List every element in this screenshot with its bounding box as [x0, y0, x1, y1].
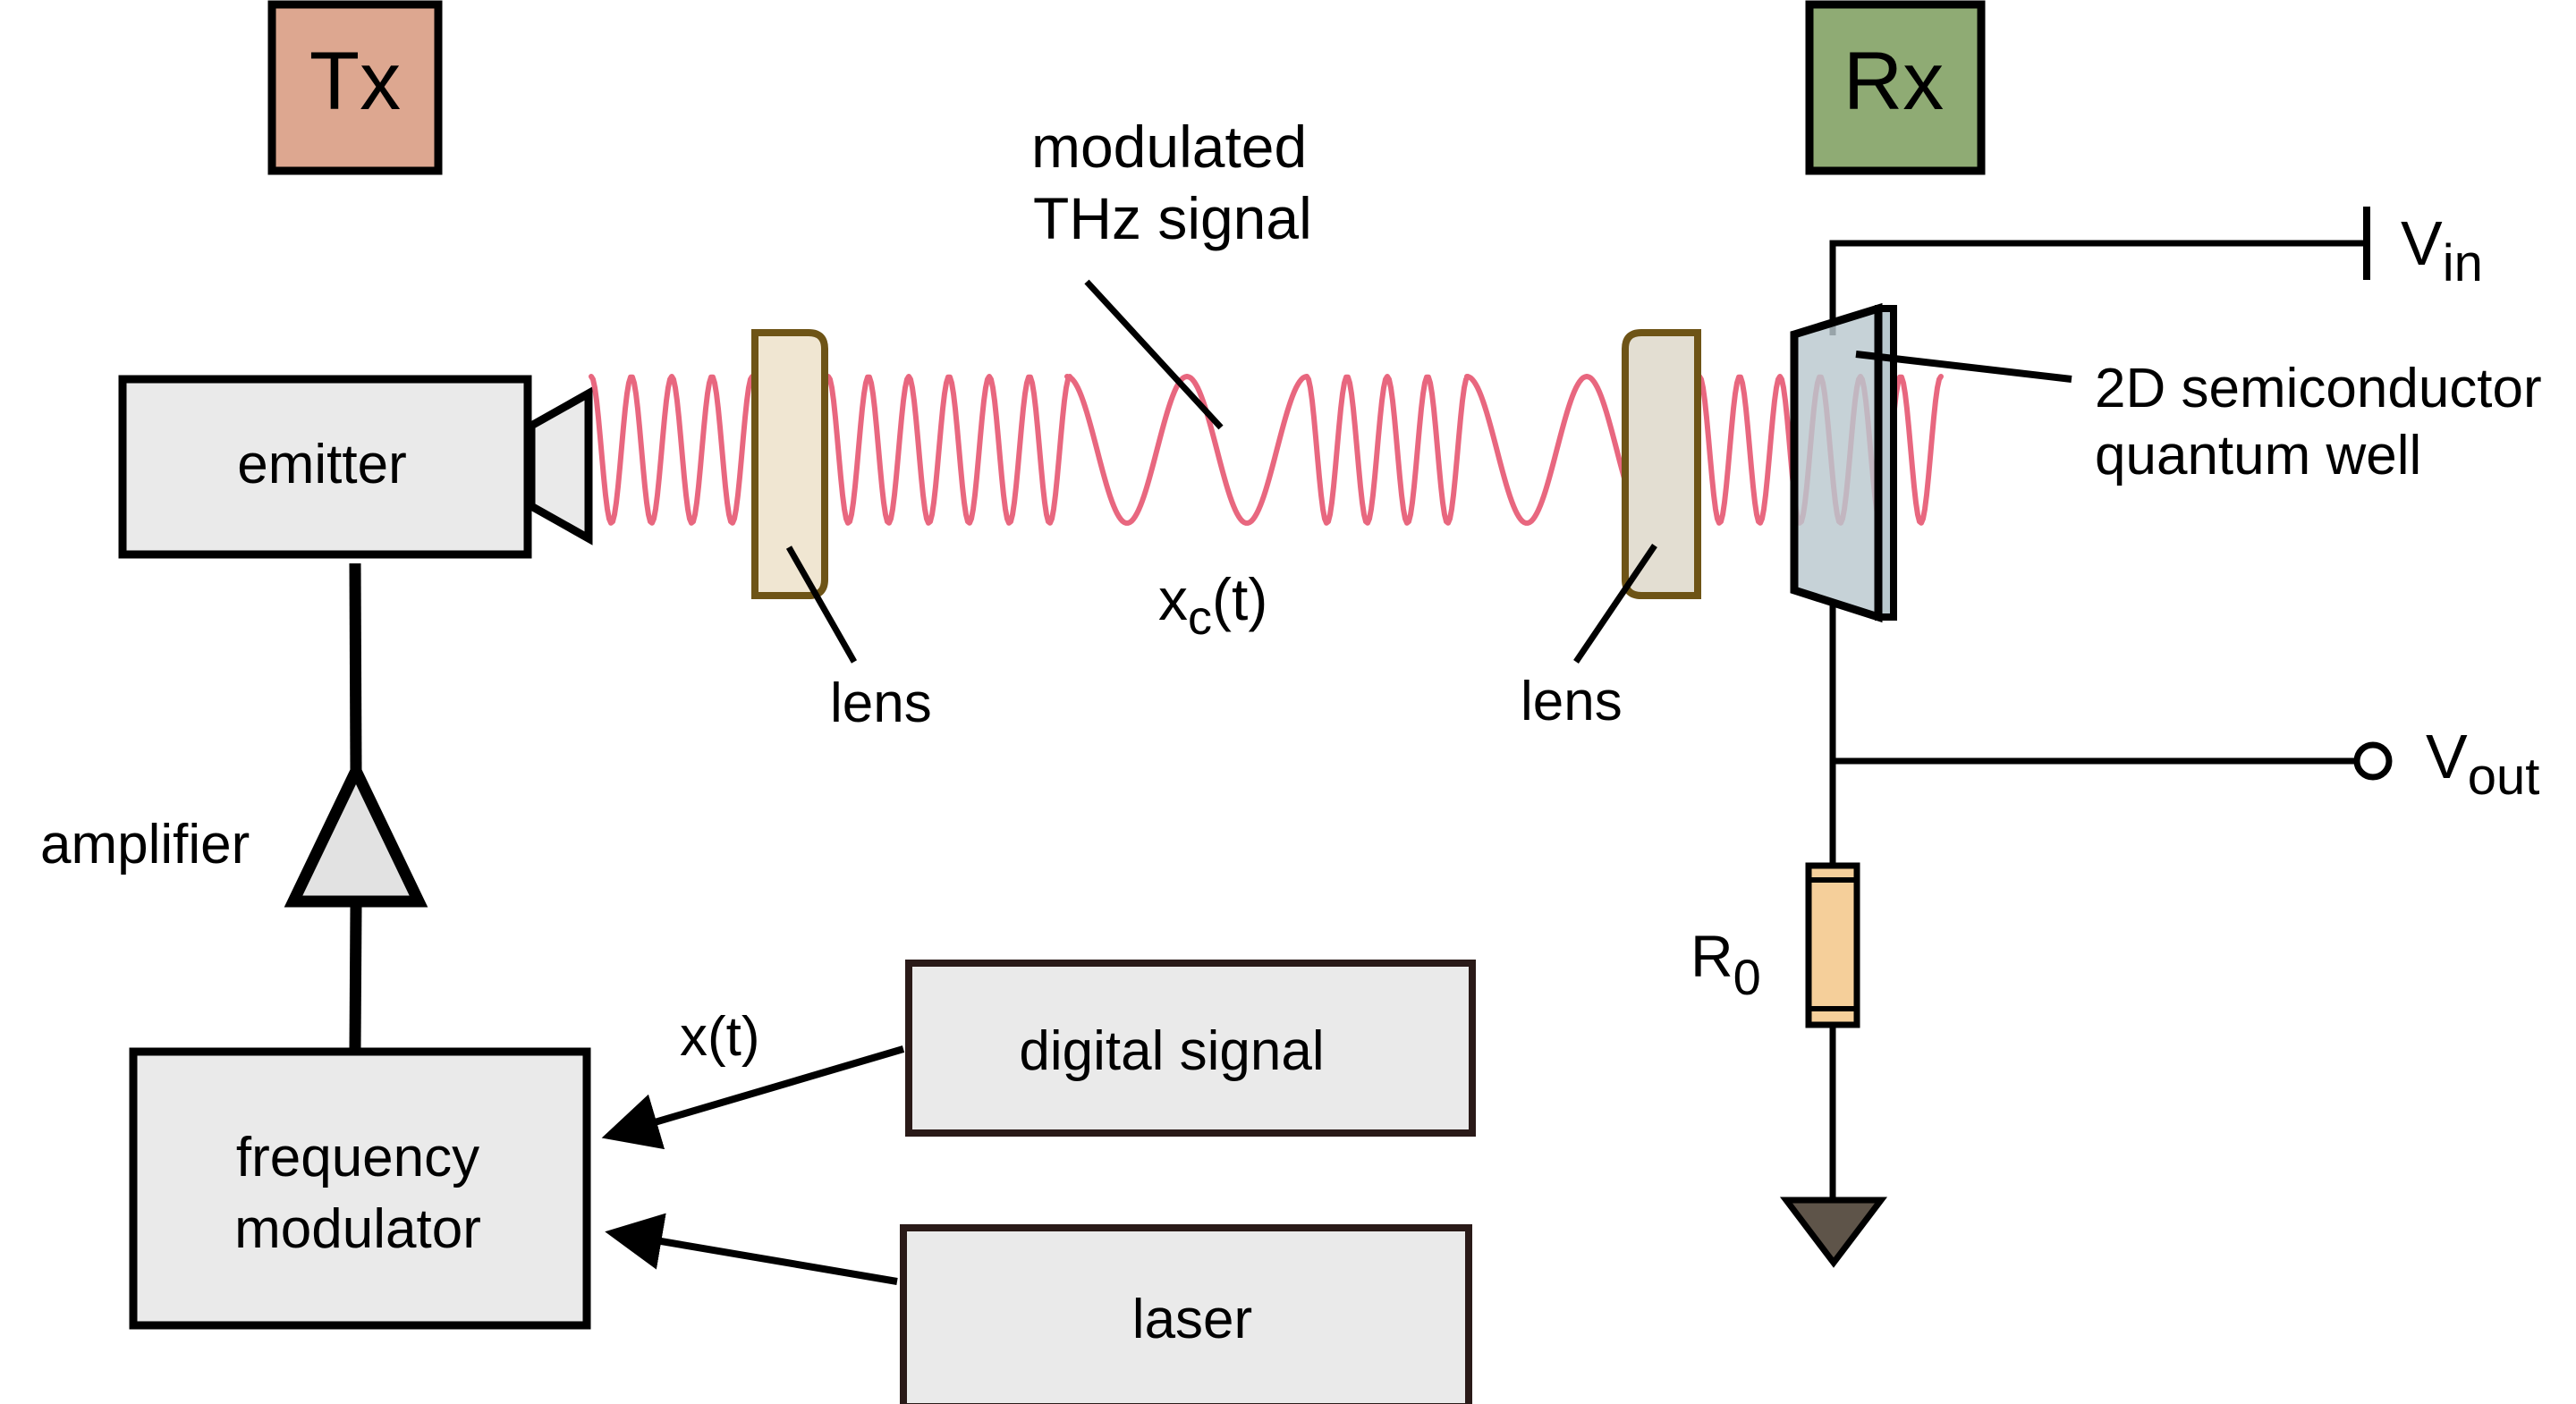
- amplifier-label: amplifier: [40, 814, 250, 875]
- quantum-well-detector: 2D semiconductor quantum well: [1790, 302, 2542, 623]
- resistor-label: R0: [1690, 923, 1761, 1005]
- carrier-label-tail: (t): [1212, 566, 1267, 632]
- wave-segment-low: [1464, 374, 1627, 526]
- rx-tag: Rx: [1805, 0, 1986, 175]
- vin-label-sub: in: [2443, 234, 2483, 292]
- resistor-body: [1805, 862, 1860, 1028]
- laser-label: laser: [1132, 1289, 1252, 1350]
- laser-arrow: [605, 1213, 898, 1285]
- load-resistor: R0: [1690, 862, 1860, 1028]
- frequency-modulator-label-line1: frequency: [236, 1127, 479, 1188]
- digital-signal-box: [905, 960, 1476, 1137]
- lens-left-body: [751, 329, 828, 599]
- rx-tag-label: Rx: [1843, 36, 1944, 127]
- amplifier: amplifier: [40, 757, 428, 908]
- emitter-box: [118, 375, 532, 559]
- lens-left-leader: [785, 546, 858, 664]
- ground-icon: [1779, 1197, 1888, 1268]
- quantum-well-leader: [1855, 351, 2072, 383]
- vout-terminal-icon: [2353, 741, 2393, 781]
- rx-tag-box: [1805, 0, 1986, 175]
- amplifier-triangle-icon: [284, 757, 428, 908]
- vin-wire: [1829, 240, 2367, 335]
- wave-segment-high: [589, 374, 755, 526]
- emitter-horn-icon: [527, 386, 593, 546]
- input-signal-label: x(t): [680, 1006, 760, 1068]
- digital-signal-label: digital signal: [1019, 1020, 1324, 1082]
- wave-segment-high: [1304, 374, 1470, 526]
- carrier-label-sub: c: [1188, 591, 1212, 645]
- lens-left-label: lens: [830, 672, 932, 734]
- lens-right-label: lens: [1521, 671, 1623, 732]
- signal-label-line1: modulated: [1031, 114, 1307, 180]
- wave-segment-high: [826, 374, 1072, 526]
- lens-right-body: [1622, 329, 1701, 599]
- digital-signal-source: digital signal: [905, 960, 1476, 1137]
- lens-left: lens: [751, 329, 932, 734]
- signal-leader: [1084, 279, 1224, 430]
- quantum-well-label-line2: quantum well: [2095, 425, 2421, 486]
- resistor-label-sub: 0: [1733, 949, 1761, 1005]
- carrier-label: xc(t): [1158, 566, 1267, 645]
- emitter-label: emitter: [237, 434, 406, 495]
- frequency-modulator: frequency modulator: [129, 1047, 591, 1330]
- quantum-well-label-line1: 2D semiconductor: [2095, 358, 2542, 419]
- laser-source: laser: [900, 1224, 1472, 1404]
- digital-signal-arrow: [601, 1045, 905, 1150]
- vout-label: Vout: [2426, 722, 2539, 806]
- frequency-modulator-box: [129, 1047, 591, 1330]
- vout-label-sub: out: [2468, 748, 2540, 806]
- amplifier-modulator-wire: [349, 906, 362, 1049]
- emitter-amplifier-wire: [349, 562, 362, 772]
- emitter: emitter: [118, 375, 593, 559]
- laser-box: [900, 1224, 1472, 1404]
- thz-wave: [589, 374, 1944, 526]
- lens-right: lens: [1521, 329, 1701, 732]
- wave-segment-low: [1064, 374, 1309, 526]
- tx-tag: Tx: [267, 0, 443, 175]
- tx-tag-label: Tx: [309, 36, 401, 127]
- quantum-well-plate: [1790, 302, 1883, 623]
- tx-tag-box: [267, 0, 443, 175]
- vin-label: Vin: [2401, 208, 2483, 292]
- signal-label-line2: THz signal: [1033, 185, 1312, 251]
- frequency-modulator-label-line2: modulator: [234, 1198, 481, 1260]
- lens-right-leader: [1573, 544, 1657, 664]
- receiver-circuit: [1829, 207, 2393, 1198]
